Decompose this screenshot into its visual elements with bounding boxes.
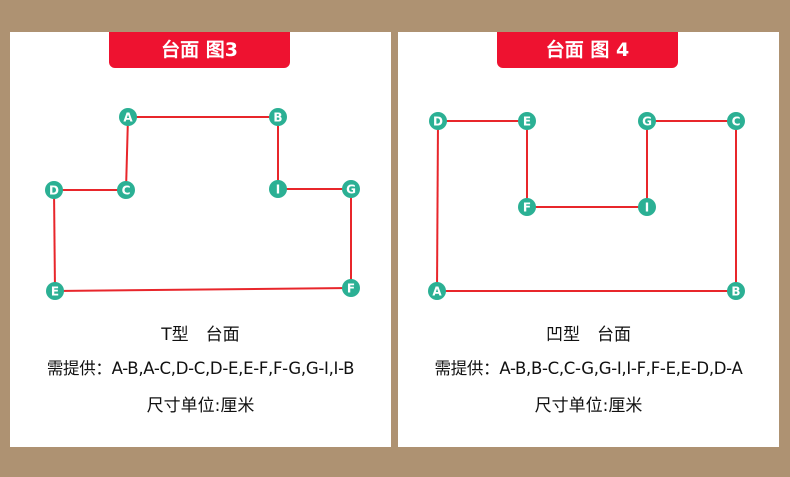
svg-text:A: A <box>123 111 133 125</box>
t-shape-diagram: A B C D I G E F <box>45 108 360 300</box>
svg-text:D: D <box>433 115 443 129</box>
edge-D-A <box>436 120 439 292</box>
svg-text:I: I <box>276 183 280 197</box>
svg-text:G: G <box>346 183 356 197</box>
node-A: A <box>428 282 446 300</box>
node-A: A <box>119 108 137 126</box>
svg-text:E: E <box>51 285 59 299</box>
node-D: D <box>45 181 63 199</box>
node-F: F <box>518 198 536 216</box>
required-edges: 需提供：A-B,B-C,C-G,G-I,I-F,F-E,E-D,D-A <box>434 359 743 378</box>
svg-text:D: D <box>49 184 59 198</box>
svg-text:G: G <box>642 115 652 129</box>
edge-A-C <box>125 116 129 191</box>
shape-label: T型 台面 <box>161 325 240 345</box>
svg-text:A: A <box>432 285 442 299</box>
svg-text:F: F <box>347 282 355 296</box>
node-I: I <box>269 180 287 198</box>
edge-D-E <box>53 189 56 292</box>
node-G: G <box>342 180 360 198</box>
unit-label: 尺寸单位:厘米 <box>534 396 643 416</box>
node-D: D <box>429 112 447 130</box>
node-E: E <box>518 112 536 130</box>
svg-text:C: C <box>122 184 131 198</box>
svg-text:C: C <box>732 115 741 129</box>
node-B: B <box>269 108 287 126</box>
panel-title-banner: 台面 图3 <box>109 32 290 68</box>
concave-shape-diagram: D E G C F I A B <box>428 112 745 300</box>
node-C: C <box>727 112 745 130</box>
shape-label: 凹型 台面 <box>546 325 631 345</box>
svg-text:B: B <box>731 285 740 299</box>
panel-title-banner: 台面 图 4 <box>497 32 678 68</box>
node-E: E <box>46 282 64 300</box>
svg-text:B: B <box>273 111 282 125</box>
node-F: F <box>342 279 360 297</box>
node-G: G <box>638 112 656 130</box>
panel-countertop-4: 台面 图 4 D E G C F I A B 凹型 台面 需提供：A-B,B-C,C-G,G-… <box>398 32 779 447</box>
panel-countertop-3: 台面 图3 A B C D I G E F T型 台面 需提供：A-B,A-C,D-C,D-E… <box>10 32 391 447</box>
svg-text:F: F <box>523 201 531 215</box>
node-B: B <box>727 282 745 300</box>
unit-label: 尺寸单位:厘米 <box>146 396 255 416</box>
edge-E-F <box>54 287 352 292</box>
node-I: I <box>638 198 656 216</box>
svg-text:I: I <box>645 201 649 215</box>
svg-text:E: E <box>523 115 531 129</box>
required-edges: 需提供：A-B,A-C,D-C,D-E,E-F,F-G,G-I,I-B <box>46 359 355 378</box>
node-C: C <box>117 181 135 199</box>
